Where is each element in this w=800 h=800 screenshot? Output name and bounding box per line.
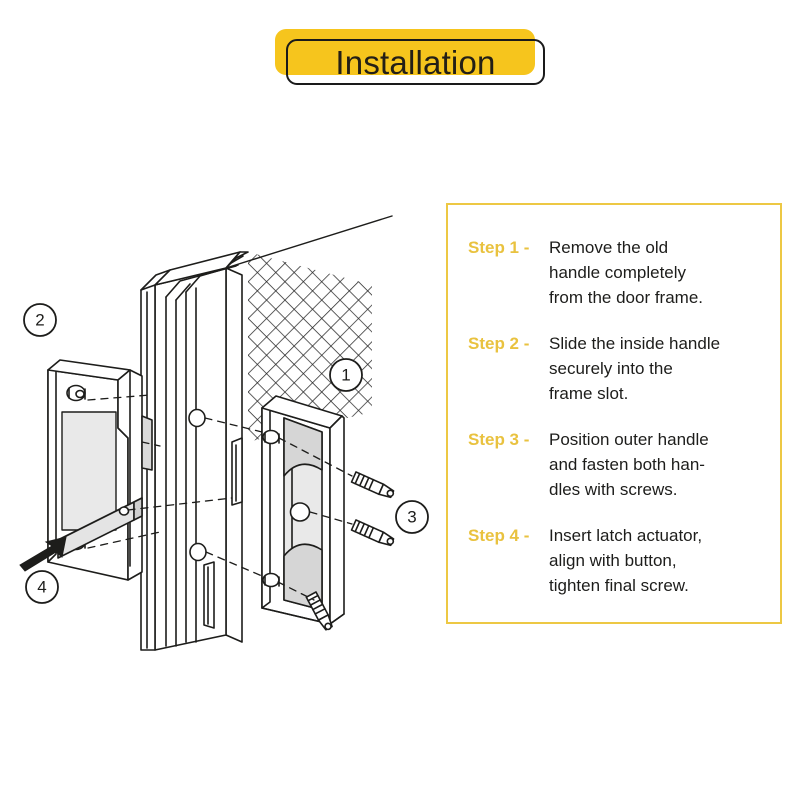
step-3-line-3: dles with screws.: [549, 480, 678, 499]
step-item-1: Step 1 - Remove the old handle completel…: [468, 235, 768, 310]
step-1-line-2: handle completely: [549, 263, 687, 282]
page-title-banner: Installation: [275, 29, 545, 85]
step-3-line-1: Position outer handle: [549, 430, 709, 449]
step-1-line-3: from the door frame.: [549, 288, 704, 307]
step-4-line-3: tighten final screw.: [549, 576, 689, 595]
step-3-text: Position outer handle and fasten both ha…: [549, 427, 768, 502]
step-3-label: Step 3 -: [468, 430, 530, 449]
insertion-arrow-icon: [19, 536, 67, 572]
step-4-text: Insert latch actuator, align with button…: [549, 523, 768, 598]
page-title: Installation: [335, 43, 496, 81]
title-yellow-fill: [275, 29, 535, 75]
diagram-svg: [47, 215, 395, 651]
steps-panel: Step 1 - Remove the old handle completel…: [446, 203, 782, 624]
callout-1-number: 1: [341, 366, 350, 385]
step-4-label: Step 4 -: [468, 526, 530, 545]
step-item-2: Step 2 - Slide the inside handle securel…: [468, 331, 768, 406]
callout-3: 3: [395, 500, 429, 534]
step-1-text: Remove the old handle completely from th…: [549, 235, 768, 310]
screws: [305, 471, 395, 631]
callout-3-number: 3: [407, 508, 416, 527]
latch-actuator: [57, 497, 143, 559]
step-3-line-2: and fasten both han-: [549, 455, 705, 474]
callout-4-number: 4: [37, 578, 46, 597]
step-item-4: Step 4 - Insert latch actuator, align wi…: [468, 523, 768, 598]
step-item-3: Step 3 - Position outer handle and faste…: [468, 427, 768, 502]
callout-layer: 1 2 3 4: [19, 303, 429, 604]
callout-2-number: 2: [35, 311, 44, 330]
callout-2: 2: [23, 303, 57, 337]
alignment-leader-lines: [87, 394, 353, 601]
inside-handle: [47, 359, 153, 581]
exploded-assembly-diagram: 1 2 3 4: [0, 180, 446, 680]
door-frame-rail: [140, 251, 249, 651]
outer-handle: [261, 395, 345, 625]
step-2-line-1: Slide the inside handle: [549, 334, 721, 353]
step-2-text: Slide the inside handle securely into th…: [549, 331, 768, 406]
step-2-line-2: securely into the: [549, 359, 673, 378]
step-2-label: Step 2 -: [468, 334, 530, 353]
callout-4: 4: [25, 570, 59, 604]
step-4-line-1: Insert latch actuator,: [549, 526, 703, 545]
step-2-line-3: frame slot.: [549, 384, 629, 403]
step-1-label: Step 1 -: [468, 238, 530, 257]
step-4-line-2: align with button,: [549, 551, 677, 570]
callout-1: 1: [329, 358, 363, 392]
step-1-line-1: Remove the old: [549, 238, 669, 257]
title-black-outline: [286, 39, 545, 85]
